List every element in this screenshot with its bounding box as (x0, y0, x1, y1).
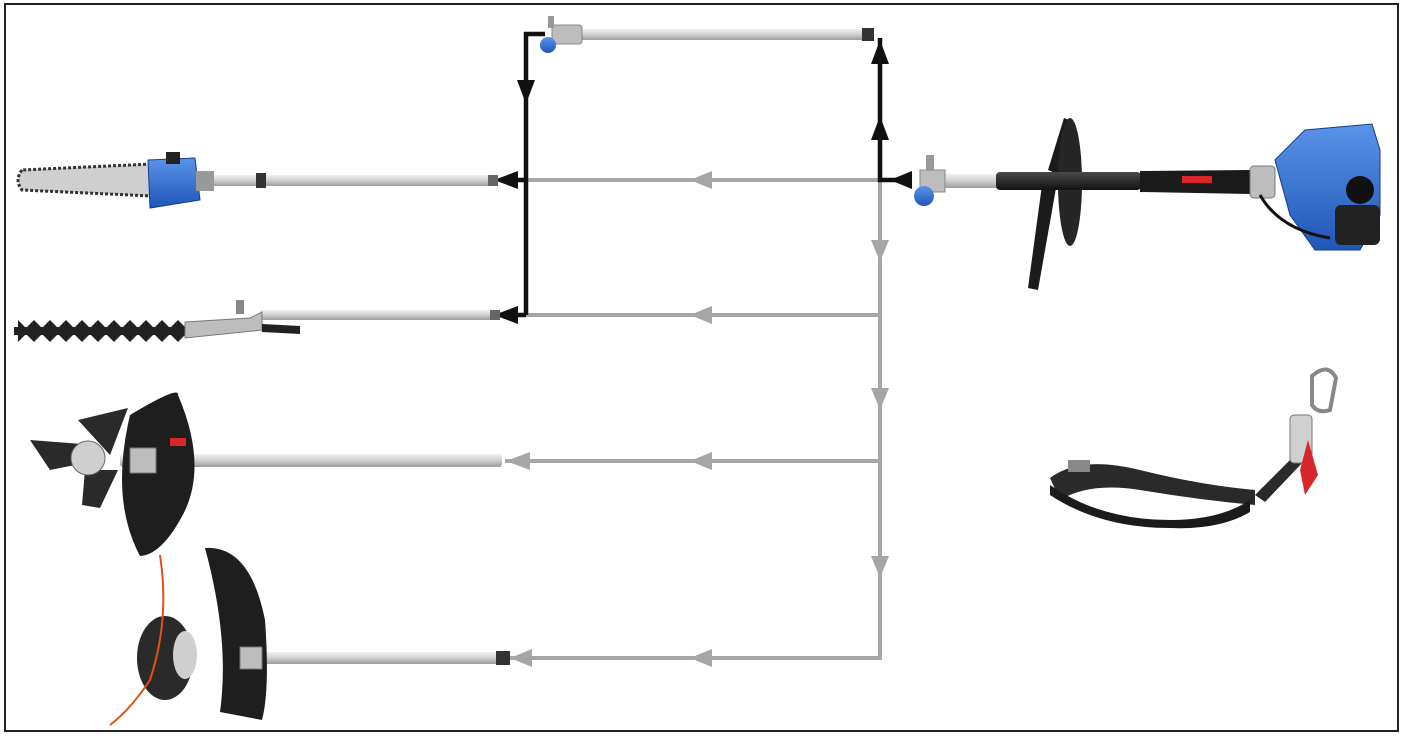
chainsaw-bar (16, 162, 154, 198)
hedge-lever (262, 324, 300, 334)
hedge-shaft (260, 310, 492, 320)
throttle-trigger (1182, 176, 1212, 183)
throttle-cable (1258, 194, 1331, 240)
strap-release-tab (1300, 440, 1318, 495)
black-arrow-into-power (890, 171, 912, 189)
hedge-adjust-pin (236, 300, 244, 314)
gray-arrow-left-6 (510, 649, 532, 667)
strap-band-lower (1050, 485, 1250, 529)
extension-pin (548, 16, 554, 28)
black-arrow-up-2 (871, 40, 889, 64)
strap-carabiner-icon (1310, 367, 1339, 414)
power-coupler-pin (926, 155, 934, 171)
gray-arrow-left-1 (690, 171, 712, 189)
black-line-extension-trunk (523, 31, 545, 315)
gray-arrow-down-3 (871, 556, 889, 578)
power-unit-illustration (914, 118, 1381, 290)
black-arrow-left-hedge (494, 306, 518, 324)
line-trimmer-shaft (250, 652, 502, 664)
gray-arrow-left-4 (506, 452, 530, 470)
extension-coupler (551, 24, 583, 45)
pole-saw-illustration (16, 152, 498, 209)
trimmer-line-icon (109, 554, 165, 726)
line-trimmer-guard (205, 547, 267, 720)
strap-band-upper (1050, 464, 1255, 505)
extension-path-arrowheads (494, 40, 912, 324)
line-trimmer-coupler (239, 646, 263, 670)
black-arrow-up-1 (871, 116, 889, 140)
extension-pole-illustration (540, 16, 874, 53)
extension-knob-icon (540, 37, 556, 53)
brush-cutter-gearbox (129, 447, 157, 474)
power-knob-icon (914, 186, 934, 206)
brush-cutter-illustration (30, 392, 502, 556)
blade-tooth-top (78, 408, 128, 455)
strap-buckle (1068, 460, 1090, 472)
handle-lower (1028, 185, 1056, 290)
chainsaw-oil-cap (166, 152, 180, 164)
gray-arrow-down-1 (871, 240, 889, 262)
line-trimmer-shaft-end (496, 651, 510, 665)
gray-arrow-left-2 (690, 306, 712, 324)
gray-arrow-left-3 (690, 452, 712, 470)
extension-end-cap (862, 28, 874, 41)
brush-cutter-label (170, 438, 186, 446)
engine-starter-icon (1346, 176, 1374, 204)
brush-cutter-shaft (120, 454, 502, 467)
blade-hub-icon (70, 440, 106, 476)
black-arrow-down-1 (517, 80, 535, 104)
hedge-gearbox (184, 311, 263, 339)
gray-arrow-left-5 (690, 649, 712, 667)
strap-connector (1255, 455, 1305, 502)
hedge-trimmer-illustration (14, 300, 500, 342)
direct-connection-arrowheads (506, 171, 889, 667)
hedge-teeth-bottom (18, 330, 186, 342)
blade-tooth-bottom (82, 470, 118, 508)
frame-border (4, 3, 1399, 732)
chainsaw-head (147, 157, 201, 209)
pole-saw-collar (256, 173, 266, 188)
gray-arrow-down-2 (871, 388, 889, 410)
pole-saw-shaft (210, 175, 490, 186)
chainsaw-coupler (196, 171, 214, 191)
hedge-shaft-end (490, 310, 500, 320)
shoulder-strap-illustration (1050, 367, 1339, 529)
trimmer-spool-cap-icon (173, 631, 197, 679)
fuel-tank (1335, 205, 1380, 245)
clutch-housing (1249, 165, 1276, 199)
pole-saw-shaft-end (488, 175, 498, 186)
black-arrow-left-pole-saw (494, 171, 518, 189)
brush-cutter-guard (122, 392, 195, 556)
power-shaft-grip (996, 172, 1141, 190)
extension-shaft (552, 29, 872, 40)
line-trimmer-illustration (109, 547, 510, 726)
